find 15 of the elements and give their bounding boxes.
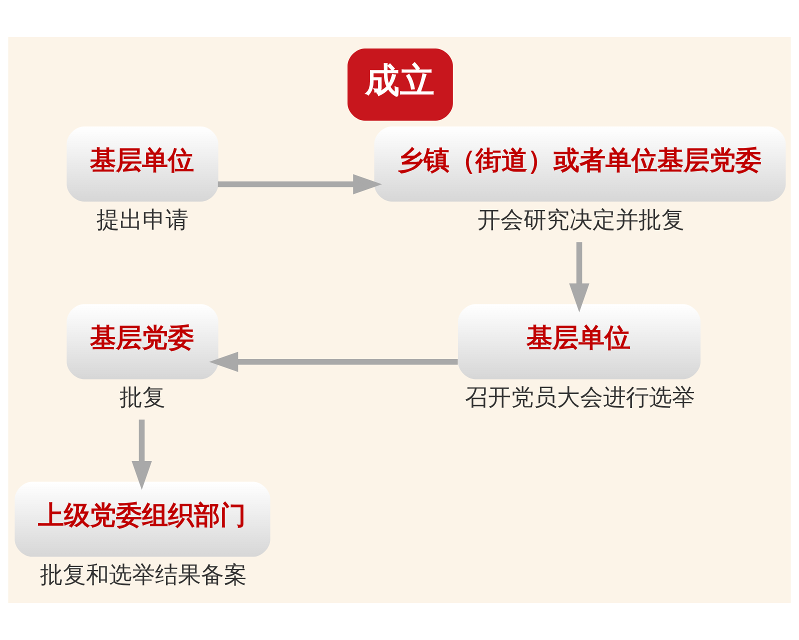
node-box: 基层单位	[66, 126, 218, 202]
arrow	[209, 352, 458, 372]
node-label: 召开党员大会进行选举	[465, 384, 696, 411]
node-box: 基层党委	[66, 304, 218, 380]
node-box: 上级党委组织部门	[14, 482, 270, 557]
node-box: 乡镇（街道）或者单位基层党委	[374, 126, 786, 202]
node-label: 批复	[119, 384, 166, 411]
arrow	[569, 242, 590, 312]
arrow	[218, 174, 382, 194]
diagram-title: 成立	[364, 60, 435, 102]
node-label: 提出申请	[96, 207, 188, 234]
node-label: 开会研究决定并批复	[477, 207, 684, 234]
node-label: 批复和选举结果备案	[40, 562, 247, 588]
node-box: 基层单位	[458, 304, 701, 380]
arrow	[132, 420, 152, 490]
